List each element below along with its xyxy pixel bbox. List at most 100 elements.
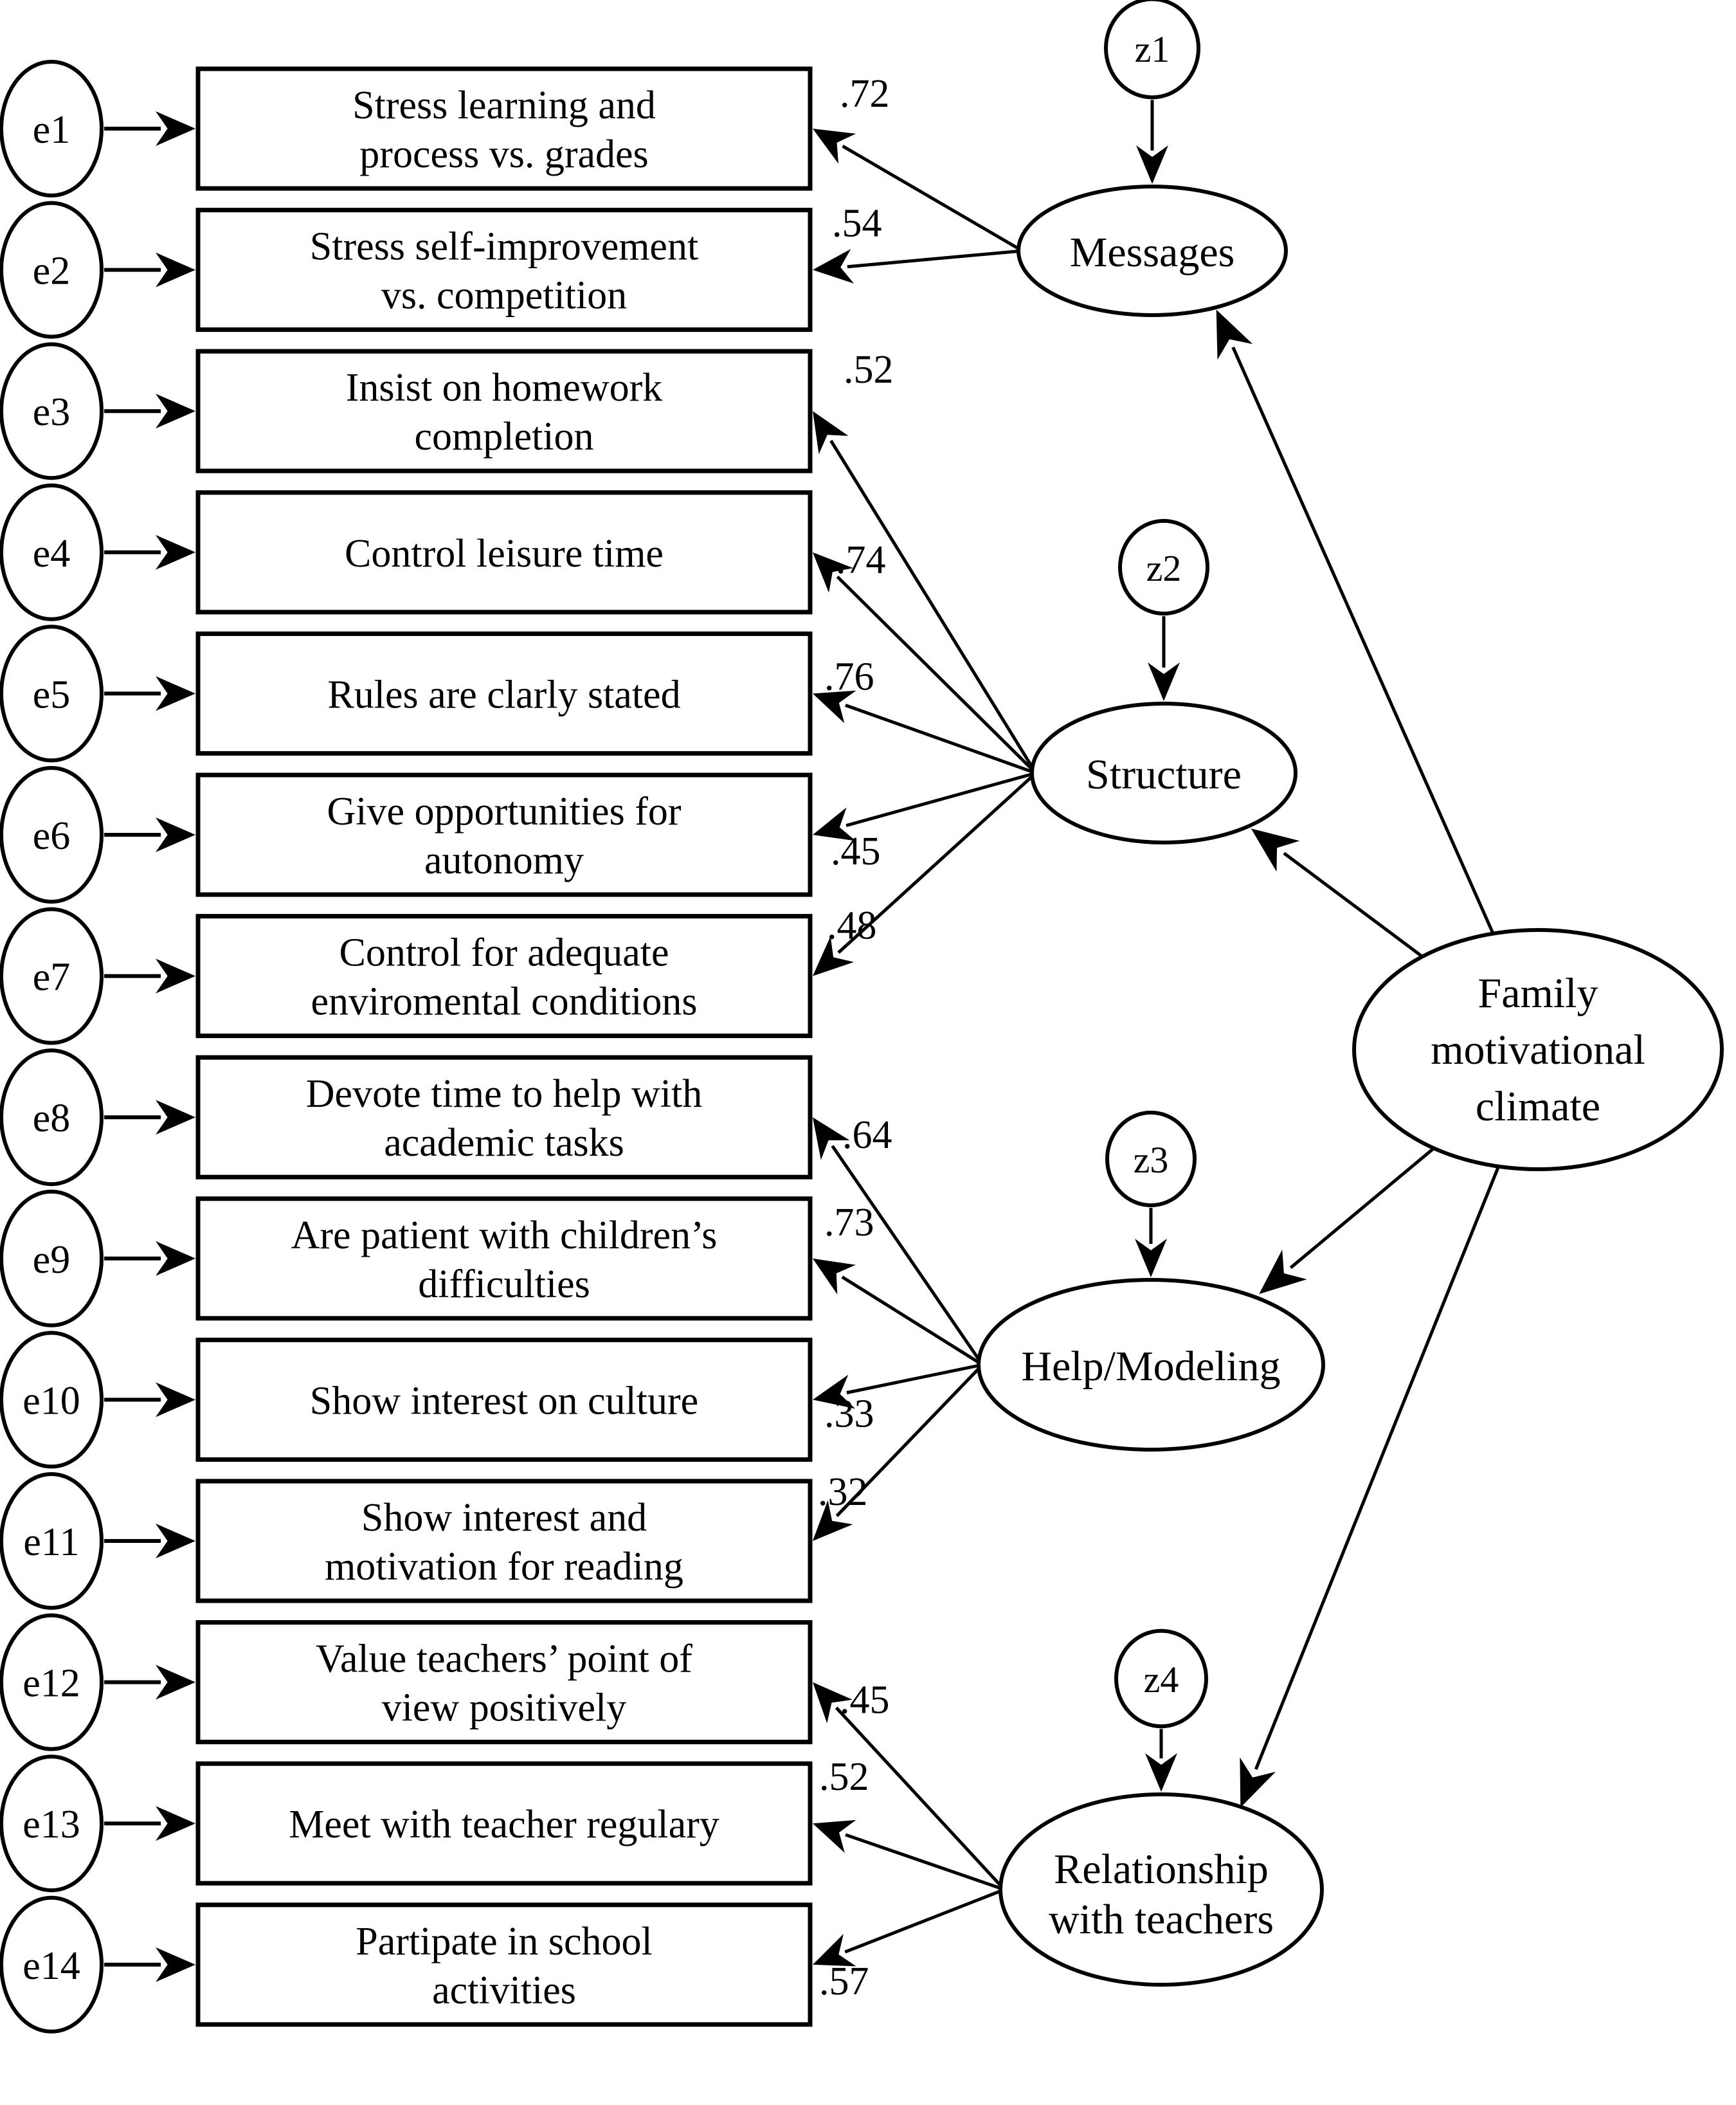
second-order-arrow <box>1259 1147 1434 1295</box>
loading-arrow <box>813 411 1038 774</box>
loading-path-F2-e5[interactable]: .76 <box>813 655 1036 775</box>
indicator-rect <box>195 631 813 756</box>
disturbance-arrow-z2 <box>1148 616 1180 701</box>
loading-path-F3-e11[interactable]: .32 <box>813 1363 984 1541</box>
error-term-e3[interactable]: e3 <box>0 342 104 480</box>
indicator-box-e3[interactable]: Insist on homework completion <box>195 349 813 473</box>
second-order-path-FMC-F4[interactable] <box>1240 1167 1500 1808</box>
indicator-label: Show interest on culture <box>310 1379 698 1423</box>
disturbance-label: z2 <box>1146 547 1182 589</box>
indicator-rect <box>195 1620 813 1745</box>
indicator-rect <box>195 1055 813 1180</box>
error-term-e11[interactable]: e11 <box>0 1472 104 1610</box>
error-term-e9[interactable]: e9 <box>0 1189 104 1327</box>
loading-path-F4-e12[interactable]: .45 <box>813 1679 1006 1891</box>
error-label: e2 <box>33 250 71 293</box>
loading-value: .45 <box>840 1679 890 1722</box>
indicator-label-line1: Value teachers’ point of <box>316 1637 692 1681</box>
second-order-arrow <box>1216 309 1494 933</box>
factor-label: Structure <box>1086 751 1242 798</box>
fmc-label-line1: Family <box>1478 970 1598 1017</box>
loading-path-F2-e3[interactable]: .52 <box>813 348 1038 774</box>
indicator-label-line2: autonomy <box>424 839 584 882</box>
loading-arrow <box>813 1682 1006 1891</box>
indicator-label-line1: Control for adequate <box>339 931 669 975</box>
indicator-rect <box>195 66 813 191</box>
error-term-e4[interactable]: e4 <box>0 483 104 621</box>
loading-path-F2-e7[interactable]: .48 <box>813 772 1037 976</box>
error-term-e5[interactable]: e5 <box>0 624 104 763</box>
error-label: e11 <box>23 1520 79 1564</box>
loading-path-F1-e1[interactable]: .72 <box>813 72 1024 253</box>
indicator-label-line1: Devote time to help with <box>306 1072 702 1116</box>
second-order-path-FMC-F1[interactable] <box>1216 309 1494 933</box>
indicator-box-e5[interactable]: Rules are clarly stated <box>195 631 813 756</box>
indicator-label-line1: Insist on homework <box>346 366 663 410</box>
indicator-rect <box>195 914 813 1039</box>
factor-label-line2: with teachers <box>1049 1896 1274 1943</box>
error-term-e8[interactable]: e8 <box>0 1048 104 1187</box>
latent-factor-F2[interactable]: Structure <box>1030 702 1297 844</box>
factor-label: Messages <box>1070 229 1235 276</box>
loading-path-F3-e8[interactable]: .64 <box>813 1113 984 1366</box>
error-term-e7[interactable]: e7 <box>0 907 104 1045</box>
disturbance-z1[interactable]: z1 <box>1104 0 1200 100</box>
indicator-rect <box>195 1902 813 2027</box>
disturbance-z2[interactable]: z2 <box>1118 518 1209 616</box>
indicator-label-line2: completion <box>415 415 594 459</box>
error-ellipse <box>0 766 104 904</box>
loading-path-F4-e14[interactable]: .57 <box>813 1888 1005 2003</box>
loading-path-F2-e6[interactable]: .45 <box>813 771 1036 873</box>
error-label: e7 <box>33 956 71 999</box>
latent-factor-F3[interactable]: Help/Modeling <box>977 1278 1325 1452</box>
loading-path-F2-e4[interactable]: .74 <box>813 538 1037 774</box>
indicator-label-line1: Stress self-improvement <box>310 225 698 269</box>
error-term-e6[interactable]: e6 <box>0 766 104 904</box>
loading-path-F3-e9[interactable]: .73 <box>813 1201 984 1367</box>
disturbance-ellipse <box>1114 1628 1208 1729</box>
error-term-e13[interactable]: e13 <box>0 1754 104 1893</box>
loading-arrow <box>813 1888 1005 1967</box>
loading-arrow <box>813 772 1037 976</box>
error-term-e14[interactable]: e14 <box>0 1895 104 2034</box>
second-order-path-FMC-F2[interactable] <box>1251 828 1422 958</box>
factor-label: Help/Modeling <box>1021 1343 1280 1390</box>
error-ellipse <box>0 1189 104 1327</box>
indicator-box-e10[interactable]: Show interest on culture <box>195 1337 813 1462</box>
loading-paths-group: .72.54.52.74.76.45.48.64.73.33.32.45.52.… <box>813 72 1038 2003</box>
disturbance-z3[interactable]: z3 <box>1105 1110 1197 1208</box>
error-term-e1[interactable]: e1 <box>0 60 104 197</box>
latent-factor-F1[interactable]: Messages <box>1017 185 1288 317</box>
indicator-rect <box>195 349 813 473</box>
disturbance-z4[interactable]: z4 <box>1114 1628 1208 1729</box>
second-order-path-FMC-F3[interactable] <box>1259 1147 1434 1295</box>
loading-value: .32 <box>818 1470 868 1514</box>
error-arrow-e2 <box>104 252 195 287</box>
loading-path-F4-e13[interactable]: .52 <box>813 1755 1005 1891</box>
error-label: e9 <box>33 1238 71 1282</box>
indicator-box-e4[interactable]: Control leisure time <box>195 490 813 615</box>
loading-value: .33 <box>824 1392 874 1435</box>
fmc-label-line3: climate <box>1476 1083 1600 1130</box>
loading-value: .74 <box>836 538 886 582</box>
indicator-box-e13[interactable]: Meet with teacher regulary <box>195 1761 813 1886</box>
error-term-e10[interactable]: e10 <box>0 1331 104 1469</box>
loading-path-F1-e2[interactable]: .54 <box>813 202 1023 284</box>
error-ellipse <box>0 1331 104 1469</box>
error-ellipse <box>0 1048 104 1187</box>
loading-path-F3-e10[interactable]: .33 <box>813 1363 983 1435</box>
error-term-e2[interactable]: e2 <box>0 201 104 339</box>
error-term-e12[interactable]: e12 <box>0 1613 104 1751</box>
